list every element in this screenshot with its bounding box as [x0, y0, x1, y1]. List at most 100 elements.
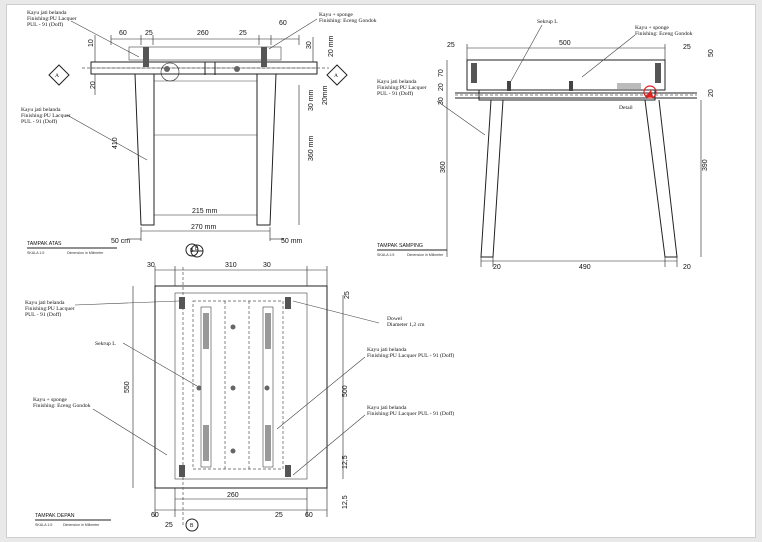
front-view-scale: SKALA 1:5: [35, 523, 52, 527]
bubble-front-bottom: [185, 518, 199, 532]
bubble-top-label: B: [195, 246, 199, 252]
side-view-leg-left: [480, 99, 504, 258]
front-label-3b: Finishing:PU Lacquer PUL - 91 (Doff): [367, 352, 454, 359]
top-view-leg-left: [134, 73, 155, 226]
dim-front-500: 500: [342, 385, 349, 397]
front-label-2a: Kayu + sponge: [33, 397, 67, 403]
dim-front-30a: 30: [147, 262, 155, 269]
front-label-dowel-b: Diameter 1,2 cm: [387, 322, 425, 328]
dim-side-390: 390: [702, 159, 709, 171]
dim-front-25c: 25: [275, 512, 283, 519]
bubble-front-bottom-label: B: [190, 523, 194, 529]
view-top: A A 60 25 260 25 60 10 20 410 30 20 mm 3…: [21, 10, 377, 258]
front-label-2b: Finishing: Eceng Gondok: [33, 403, 91, 409]
front-label-1c: PUL - 91 (Doff): [25, 311, 61, 318]
dim-top-25a: 25: [145, 30, 153, 37]
top-view-leg-right: [256, 73, 277, 226]
side-view-title: TAMPAK SAMPING: [377, 243, 423, 249]
section-label-right: A: [334, 73, 338, 79]
top-label-3a: Kayu jati belanda: [21, 107, 61, 113]
dim-top-50a: 50 cm: [111, 238, 130, 245]
dim-side-20b: 20: [708, 89, 715, 97]
dim-side-70: 70: [438, 69, 445, 77]
bubble-front-top-label: B: [190, 248, 194, 254]
side-label-1a: Kayu jati belanda: [377, 79, 417, 85]
top-view-title: TAMPAK ATAS: [27, 241, 62, 247]
dim-side-490: 490: [579, 264, 591, 271]
dim-top-25b: 25: [239, 30, 247, 37]
top-label-1a: Kayu jati belanda: [27, 10, 67, 16]
dim-side-20c: 20: [493, 264, 501, 271]
dim-side-20a: 20: [438, 83, 445, 91]
top-label-2a: Kayu + sponge: [319, 12, 353, 18]
dim-front-12b: 12,5: [342, 495, 349, 509]
side-label-2b: Finishing: Eceng Gondok: [635, 31, 693, 37]
front-label-4b: Finishing:PU Lacquer PUL - 91 (Doff): [367, 410, 454, 417]
technical-drawing: A A 60 25 260 25 60 10 20 410 30 20 mm 3…: [21, 10, 715, 532]
top-label-1b: Finishing:PU Lacquer: [27, 16, 77, 22]
top-view-scale: SKALA 1:5: [27, 251, 44, 255]
front-view-unit: Dimension in Milimeter: [63, 523, 100, 527]
top-label-3b: Finishing:PU Lacquer: [21, 113, 71, 119]
side-view-leg-right: [644, 99, 678, 258]
dim-side-50: 50: [708, 49, 715, 57]
dim-top-10: 10: [88, 39, 95, 47]
dim-top-20mm: 20 mm: [328, 35, 335, 57]
front-view-inner: [174, 292, 308, 480]
section-label-left: A: [55, 73, 59, 79]
dim-top-60b: 60: [279, 20, 287, 27]
dim-top-20a: 20: [90, 81, 97, 89]
dim-top-50b: 50 mm: [281, 238, 303, 245]
top-label-1c: PUL - 91 (Doff): [27, 21, 63, 28]
front-view-title: TAMPAK DEPAN: [35, 513, 75, 519]
dim-top-30mm: 30 mm: [308, 89, 315, 111]
dim-front-30b: 30: [263, 262, 271, 269]
side-label-2a: Kayu + sponge: [635, 25, 669, 31]
dim-side-360: 360: [440, 161, 447, 173]
side-label-sekrup: Sekrup L: [537, 19, 558, 25]
dim-side-500: 500: [559, 40, 571, 47]
section-mark-right: [326, 64, 348, 86]
dim-side-20d: 20: [683, 264, 691, 271]
bracket-left: [143, 47, 149, 67]
dim-front-260: 260: [227, 492, 239, 499]
front-label-4a: Kayu jati belanda: [367, 405, 407, 411]
front-label-sekrup: Sekrup L: [95, 341, 116, 347]
bubble-front-top: [185, 243, 199, 257]
top-label-2b: Finishing: Eceng Gondok: [319, 18, 377, 24]
dim-front-310: 310: [225, 262, 237, 269]
dim-side-30: 30: [438, 97, 445, 105]
dim-top-360: 360 mm: [308, 136, 315, 161]
dim-top-60a: 60: [119, 30, 127, 37]
dim-front-60a: 60: [151, 512, 159, 519]
dim-top-410: 410: [112, 137, 119, 149]
side-label-1b: Finishing:PU Lacquer: [377, 85, 427, 91]
side-view-unit: Dimension in Milimeter: [407, 253, 444, 257]
dim-top-215: 215 mm: [192, 208, 217, 215]
dim-front-25a: 25: [344, 291, 351, 299]
side-label-1c: PUL - 91 (Doff): [377, 90, 413, 97]
top-view-unit: Dimension in Milimeter: [67, 251, 104, 255]
dim-top-30a: 30: [306, 41, 313, 49]
dim-top-270: 270 mm: [191, 224, 216, 231]
side-detail-label: Detail: [619, 105, 633, 111]
top-label-3c: PUL - 91 (Doff): [21, 118, 57, 125]
view-side: Detail 25 500 25 50 70 20 30 20 360 390 …: [377, 19, 715, 271]
dim-front-60b: 60: [305, 512, 313, 519]
section-mark-left: [48, 64, 70, 86]
side-detail-circle: [643, 85, 657, 99]
dim-front-550: 550: [124, 381, 131, 393]
front-label-dowel-a: Dowel: [387, 316, 402, 322]
view-front: B 30 310 30 25 550 500 12: [25, 243, 454, 532]
drawing-sheet: A A 60 25 260 25 60 10 20 410 30 20 mm 3…: [7, 5, 755, 537]
bracket-right: [261, 47, 267, 67]
dim-top-20mm2: 20mm: [322, 85, 329, 105]
detail-circle: [160, 62, 180, 82]
dim-side-25a: 25: [447, 42, 455, 49]
dim-side-25b: 25: [683, 44, 691, 51]
side-view-scale: SKALA 1:5: [377, 253, 394, 257]
front-label-1a: Kayu jati belanda: [25, 300, 65, 306]
front-view-outline: [154, 285, 328, 489]
top-view-cushion: [128, 46, 282, 61]
